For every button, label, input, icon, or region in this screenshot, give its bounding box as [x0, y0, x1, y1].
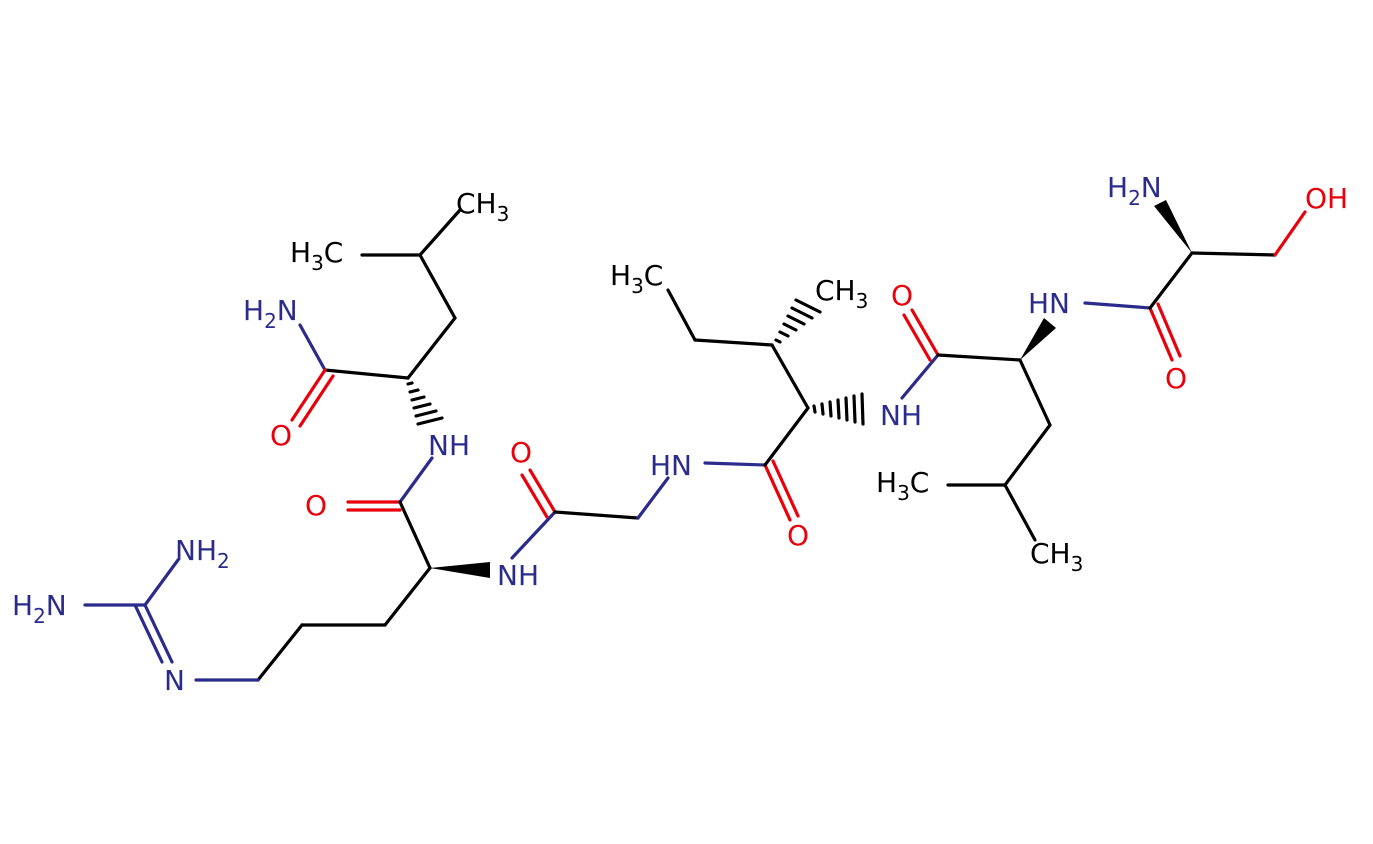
bond — [636, 476, 670, 520]
atom-label: CH3 — [456, 187, 509, 226]
bond — [298, 374, 335, 428]
atom-label: N — [164, 664, 185, 697]
hashed-bond — [812, 392, 865, 426]
atom-label: H2N — [243, 294, 298, 333]
bond — [1003, 423, 1052, 487]
hashed-bond — [774, 298, 822, 344]
bond — [666, 288, 697, 342]
bond — [406, 316, 457, 380]
bond — [763, 463, 792, 522]
atom-label: NH — [880, 399, 922, 432]
bond — [703, 461, 767, 467]
bond — [398, 456, 434, 504]
atom-label: H3C — [610, 259, 663, 298]
atom-label: HN — [650, 449, 692, 482]
hashed-bond — [406, 381, 444, 426]
bonds — [83, 200, 1307, 682]
bond — [693, 338, 774, 347]
atom-label: H3C — [876, 466, 929, 505]
bond — [553, 510, 640, 520]
bond — [290, 368, 327, 422]
atom-label: CH3 — [815, 274, 868, 313]
atom-label: CH3 — [1030, 537, 1083, 576]
bond — [143, 558, 180, 607]
bond — [936, 353, 1022, 362]
bond — [770, 343, 810, 410]
atom-label: H2N — [1107, 171, 1162, 210]
atom-label: O — [510, 436, 532, 469]
bond — [1148, 251, 1194, 310]
atom-label: O — [1165, 362, 1187, 395]
wedge-bond — [1020, 318, 1056, 360]
bond — [763, 406, 810, 467]
bond — [528, 468, 557, 514]
bond — [256, 623, 304, 682]
bond — [900, 353, 940, 400]
bond — [910, 308, 940, 357]
atom-labels: CH3 H3C H2N O NH O NH NH2 H2N N O HN O — [12, 171, 1348, 697]
bond — [418, 253, 457, 320]
bond — [1018, 358, 1052, 427]
bond — [771, 459, 800, 518]
atom-label: O — [787, 519, 809, 552]
bond — [418, 208, 462, 257]
bond — [323, 368, 410, 380]
bond — [298, 323, 327, 372]
atom-label: NH — [428, 429, 470, 462]
atom-label: O — [891, 279, 913, 312]
bond — [133, 603, 164, 664]
bond — [520, 473, 549, 519]
atom-label: O — [305, 489, 327, 522]
bond — [1156, 302, 1182, 358]
bond — [1003, 483, 1037, 542]
atom-label: NH2 — [175, 534, 230, 573]
atom-label: H3C — [290, 236, 343, 275]
atom-label: NH — [497, 559, 539, 592]
bond — [510, 510, 557, 560]
bond — [1273, 210, 1307, 257]
bond — [383, 566, 432, 627]
atom-label: OH — [1305, 182, 1348, 215]
atom-label: O — [270, 419, 292, 452]
bond — [902, 313, 932, 362]
bond — [143, 603, 174, 664]
bond — [1083, 301, 1152, 310]
atom-label: H2N — [12, 589, 67, 628]
wedge-bond — [430, 562, 490, 578]
atom-label: HN — [1028, 287, 1070, 320]
bond — [1190, 251, 1277, 257]
bond — [1148, 306, 1174, 362]
bond — [398, 500, 432, 570]
wedge-bond — [1154, 200, 1192, 253]
